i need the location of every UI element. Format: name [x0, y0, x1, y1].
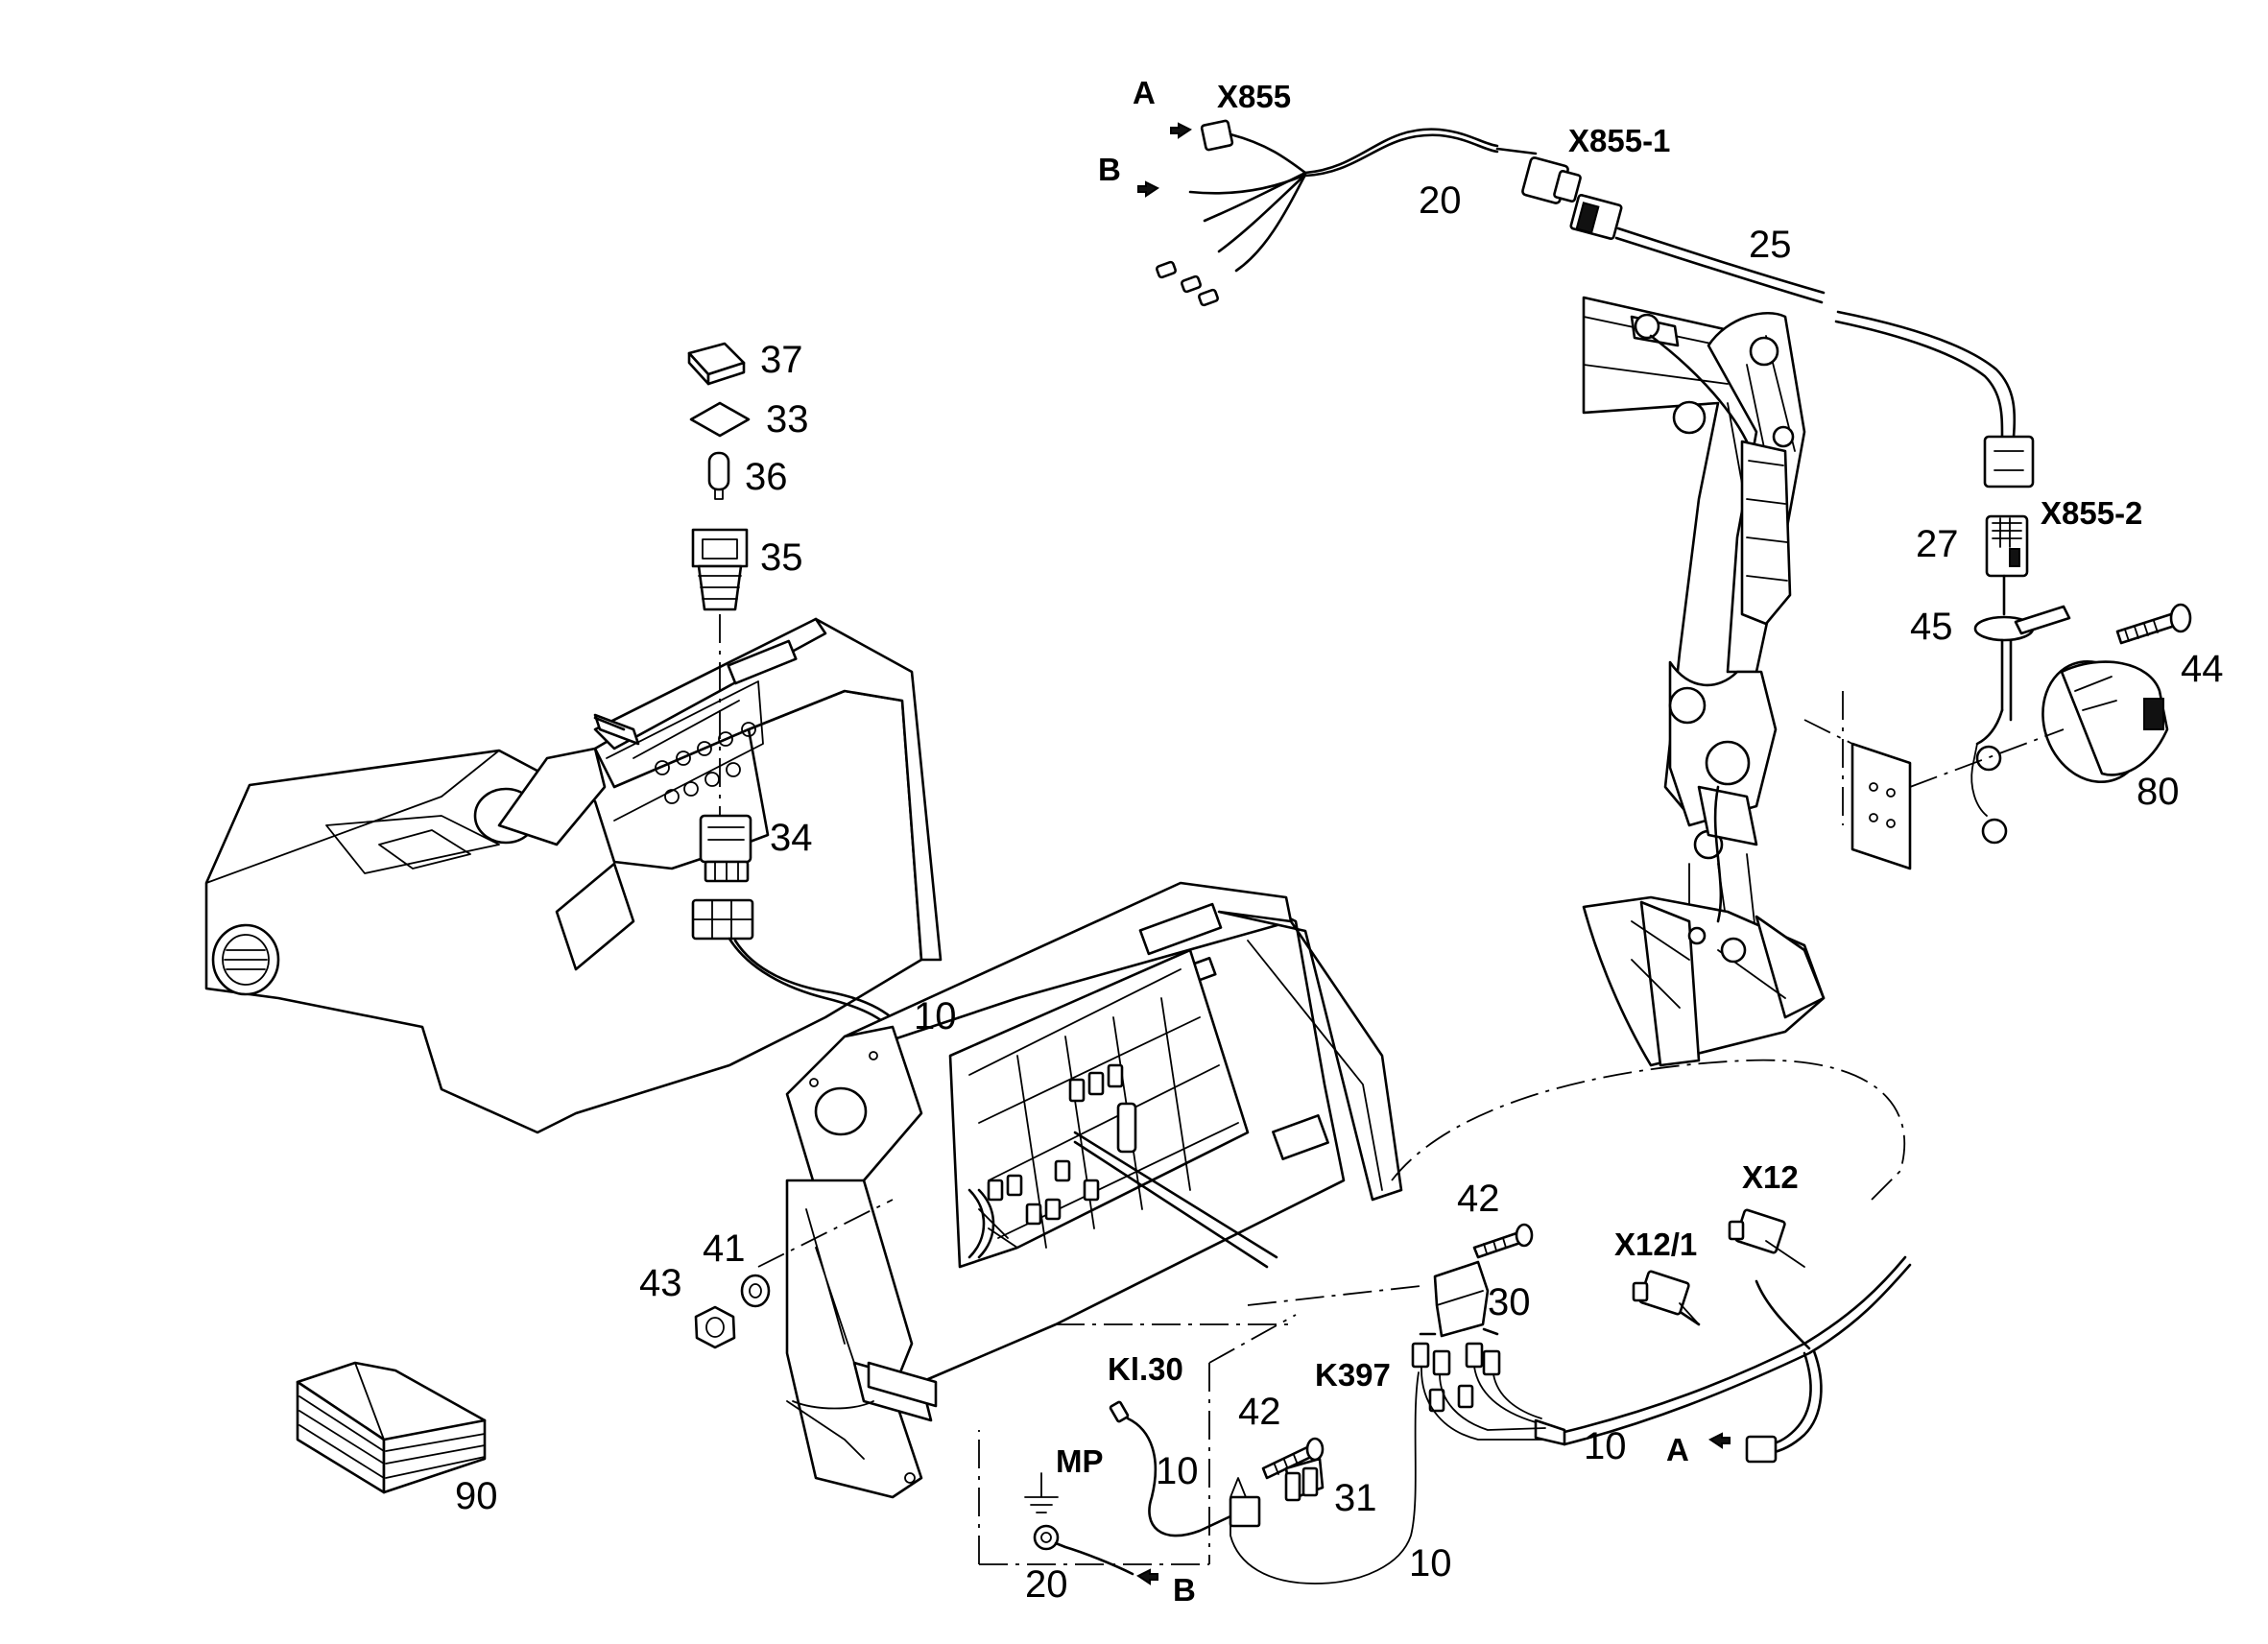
callout-10-right: 10 — [1584, 1425, 1627, 1467]
callout-30: 30 — [1488, 1281, 1531, 1323]
label-x12-1: X12/1 — [1614, 1227, 1697, 1262]
left-console — [204, 617, 943, 1134]
callout-43: 43 — [639, 1262, 682, 1304]
callout-41: 41 — [703, 1227, 746, 1270]
callout-31: 31 — [1334, 1477, 1377, 1519]
callout-27: 27 — [1916, 523, 1959, 565]
callout-20-bottom: 20 — [1025, 1563, 1068, 1606]
harness-x12 — [1229, 1059, 1912, 1584]
connector-x855-2-assembly — [1803, 514, 2192, 870]
nut-washer — [694, 1274, 771, 1349]
callout-34: 34 — [770, 817, 813, 859]
labels: A X855 B X855-1 X855-2 X12 X12/1 K397 Kl… — [455, 75, 2224, 1608]
callout-35: 35 — [760, 536, 803, 579]
label-b-bottom: B — [1173, 1572, 1196, 1608]
callout-42-right: 42 — [1457, 1178, 1500, 1220]
callout-36: 36 — [745, 456, 788, 498]
label-x855-1: X855-1 — [1568, 123, 1670, 158]
callout-20-top: 20 — [1419, 179, 1462, 222]
label-x855-2: X855-2 — [2041, 495, 2142, 531]
electrical-box — [757, 881, 1421, 1499]
manual-book — [296, 1361, 487, 1494]
label-kl30: Kl.30 — [1108, 1351, 1183, 1387]
callout-42-left: 42 — [1238, 1391, 1281, 1433]
callout-10-cable: 10 — [914, 995, 957, 1037]
callout-25: 25 — [1749, 224, 1792, 266]
harness-x855 — [1137, 119, 1582, 307]
callout-33: 33 — [766, 398, 809, 441]
label-x855: X855 — [1217, 79, 1291, 114]
cable-25 — [1569, 194, 2035, 488]
label-x12: X12 — [1742, 1159, 1799, 1195]
callout-44: 44 — [2181, 648, 2224, 690]
label-mp: MP — [1056, 1443, 1104, 1479]
callout-37: 37 — [760, 339, 803, 381]
label-a-top: A — [1133, 75, 1156, 110]
label-a-bottom: A — [1666, 1432, 1689, 1467]
excavator-arm — [1582, 296, 1826, 1067]
callout-45: 45 — [1910, 606, 1953, 648]
label-b-top: B — [1098, 152, 1121, 187]
switch-stack — [687, 342, 751, 816]
callout-80: 80 — [2137, 771, 2180, 813]
label-k397: K397 — [1315, 1357, 1391, 1393]
callout-10-bottom: 10 — [1409, 1542, 1452, 1584]
callout-90: 90 — [455, 1475, 498, 1517]
callout-10-mid: 10 — [1156, 1450, 1199, 1492]
lower-parts — [978, 1314, 1731, 1585]
